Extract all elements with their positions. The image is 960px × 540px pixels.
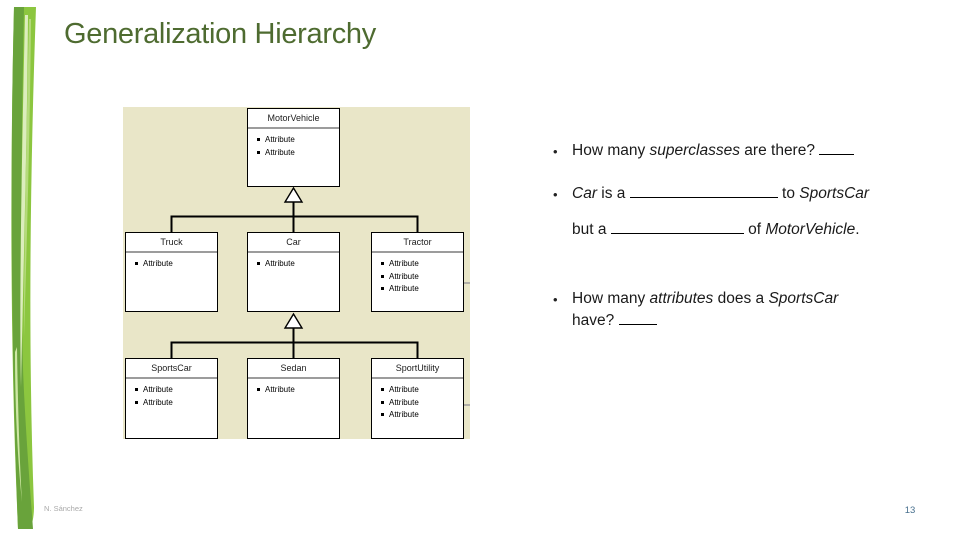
- question-text-italic: superclasses: [649, 142, 740, 159]
- bullet-icon: •: [553, 144, 558, 159]
- blank-line: [629, 184, 778, 198]
- attribute-row: Attribute: [381, 271, 460, 284]
- leaf-graphic: [11, 7, 36, 529]
- class-box-car: Car Attribute: [247, 232, 340, 312]
- class-name: SportUtility: [372, 359, 463, 379]
- question-text: but a: [572, 221, 611, 238]
- attribute-bullet-icon: [381, 388, 384, 391]
- class-name: Car: [248, 233, 339, 253]
- uml-diagram: MotorVehicle Attribute Attribute Truck A…: [123, 107, 470, 439]
- footer-author: N. Sánchez: [44, 504, 83, 513]
- bullet-icon: •: [553, 187, 558, 202]
- class-box-sedan: Sedan Attribute: [247, 358, 340, 439]
- attribute-label: Attribute: [143, 259, 173, 268]
- attribute-bullet-icon: [381, 287, 384, 290]
- question-text: How many: [572, 290, 650, 307]
- attribute-label: Attribute: [389, 385, 419, 394]
- attribute-row: Attribute: [381, 409, 460, 422]
- attribute-label: Attribute: [143, 385, 173, 394]
- attribute-label: Attribute: [389, 271, 419, 281]
- class-name: Sedan: [248, 359, 339, 379]
- attribute-list: Attribute Attribute: [126, 379, 217, 409]
- question-text: How many: [572, 142, 650, 159]
- attribute-list: Attribute Attribute Attribute: [372, 379, 463, 422]
- question-text-italic: Car: [572, 185, 597, 202]
- class-name: MotorVehicle: [248, 109, 339, 129]
- attribute-bullet-icon: [381, 262, 384, 265]
- attribute-label: Attribute: [265, 385, 295, 394]
- class-name: Tractor: [372, 233, 463, 253]
- question-attributes-line2: have?: [552, 311, 657, 331]
- attribute-row: Attribute: [257, 147, 336, 160]
- class-box-sportscar: SportsCar Attribute Attribute: [125, 358, 218, 439]
- question-text-italic: MotorVehicle: [765, 221, 856, 238]
- blank-line: [618, 311, 657, 325]
- question-text: to: [777, 185, 800, 202]
- blank-line: [819, 141, 855, 155]
- attribute-bullet-icon: [381, 413, 384, 416]
- attribute-bullet-icon: [257, 262, 260, 265]
- question-attributes: • How many attributes does a SportsCar: [552, 289, 838, 309]
- question-car-relation-continued: but a of MotorVehicle.: [552, 220, 860, 240]
- attribute-row: Attribute: [257, 258, 336, 271]
- attribute-label: Attribute: [265, 259, 295, 268]
- question-text-italic: SportsCar: [799, 185, 870, 202]
- class-box-sportutility: SportUtility Attribute Attribute Attribu…: [371, 358, 464, 439]
- class-box-motorvehicle: MotorVehicle Attribute Attribute: [247, 108, 340, 187]
- attribute-row: Attribute: [257, 384, 336, 397]
- attribute-list: Attribute: [126, 253, 217, 271]
- attribute-row: Attribute: [381, 384, 460, 397]
- attribute-label: Attribute: [389, 284, 419, 293]
- class-box-tractor: Tractor Attribute Attribute Attribute: [371, 232, 464, 312]
- question-text: are there?: [740, 142, 820, 159]
- attribute-bullet-icon: [257, 388, 260, 391]
- attribute-row: Attribute: [135, 397, 214, 410]
- attribute-label: Attribute: [389, 397, 419, 407]
- attribute-row: Attribute: [381, 397, 460, 410]
- attribute-bullet-icon: [381, 400, 384, 404]
- attribute-bullet-icon: [135, 262, 138, 265]
- attribute-bullet-icon: [257, 150, 260, 154]
- question-text: .: [855, 221, 860, 238]
- attribute-row: Attribute: [381, 258, 460, 271]
- attribute-row: Attribute: [135, 384, 214, 397]
- attribute-list: Attribute: [248, 253, 339, 271]
- question-text: have?: [572, 312, 619, 329]
- question-text-italic: SportsCar: [768, 290, 839, 307]
- question-superclasses: • How many superclasses are there?: [552, 141, 855, 161]
- attribute-bullet-icon: [135, 400, 138, 404]
- decorative-ribbon: [7, 7, 39, 529]
- attribute-bullet-icon: [257, 138, 260, 141]
- class-name: SportsCar: [126, 359, 217, 379]
- attribute-list: Attribute Attribute Attribute: [372, 253, 463, 296]
- attribute-bullet-icon: [135, 388, 138, 391]
- class-box-truck: Truck Attribute: [125, 232, 218, 312]
- question-text-italic: attributes: [649, 290, 714, 307]
- attribute-label: Attribute: [143, 397, 173, 407]
- attribute-list: Attribute: [248, 379, 339, 397]
- attribute-label: Attribute: [389, 259, 419, 268]
- page-title: Generalization Hierarchy: [64, 18, 376, 50]
- blank-line: [610, 220, 744, 234]
- attribute-list: Attribute Attribute: [248, 129, 339, 159]
- question-text: does a: [713, 290, 769, 307]
- question-text: of: [743, 221, 766, 238]
- attribute-row: Attribute: [135, 258, 214, 271]
- question-text: is a: [596, 185, 630, 202]
- page-number: 13: [904, 505, 916, 516]
- class-name: Truck: [126, 233, 217, 253]
- attribute-row: Attribute: [257, 134, 336, 147]
- attribute-bullet-icon: [381, 274, 384, 278]
- question-car-relation: • Car is a to SportsCar: [552, 184, 869, 204]
- attribute-label: Attribute: [265, 147, 295, 157]
- attribute-row: Attribute: [381, 283, 460, 296]
- bullet-icon: •: [553, 292, 558, 307]
- attribute-label: Attribute: [389, 410, 419, 419]
- attribute-label: Attribute: [265, 135, 295, 144]
